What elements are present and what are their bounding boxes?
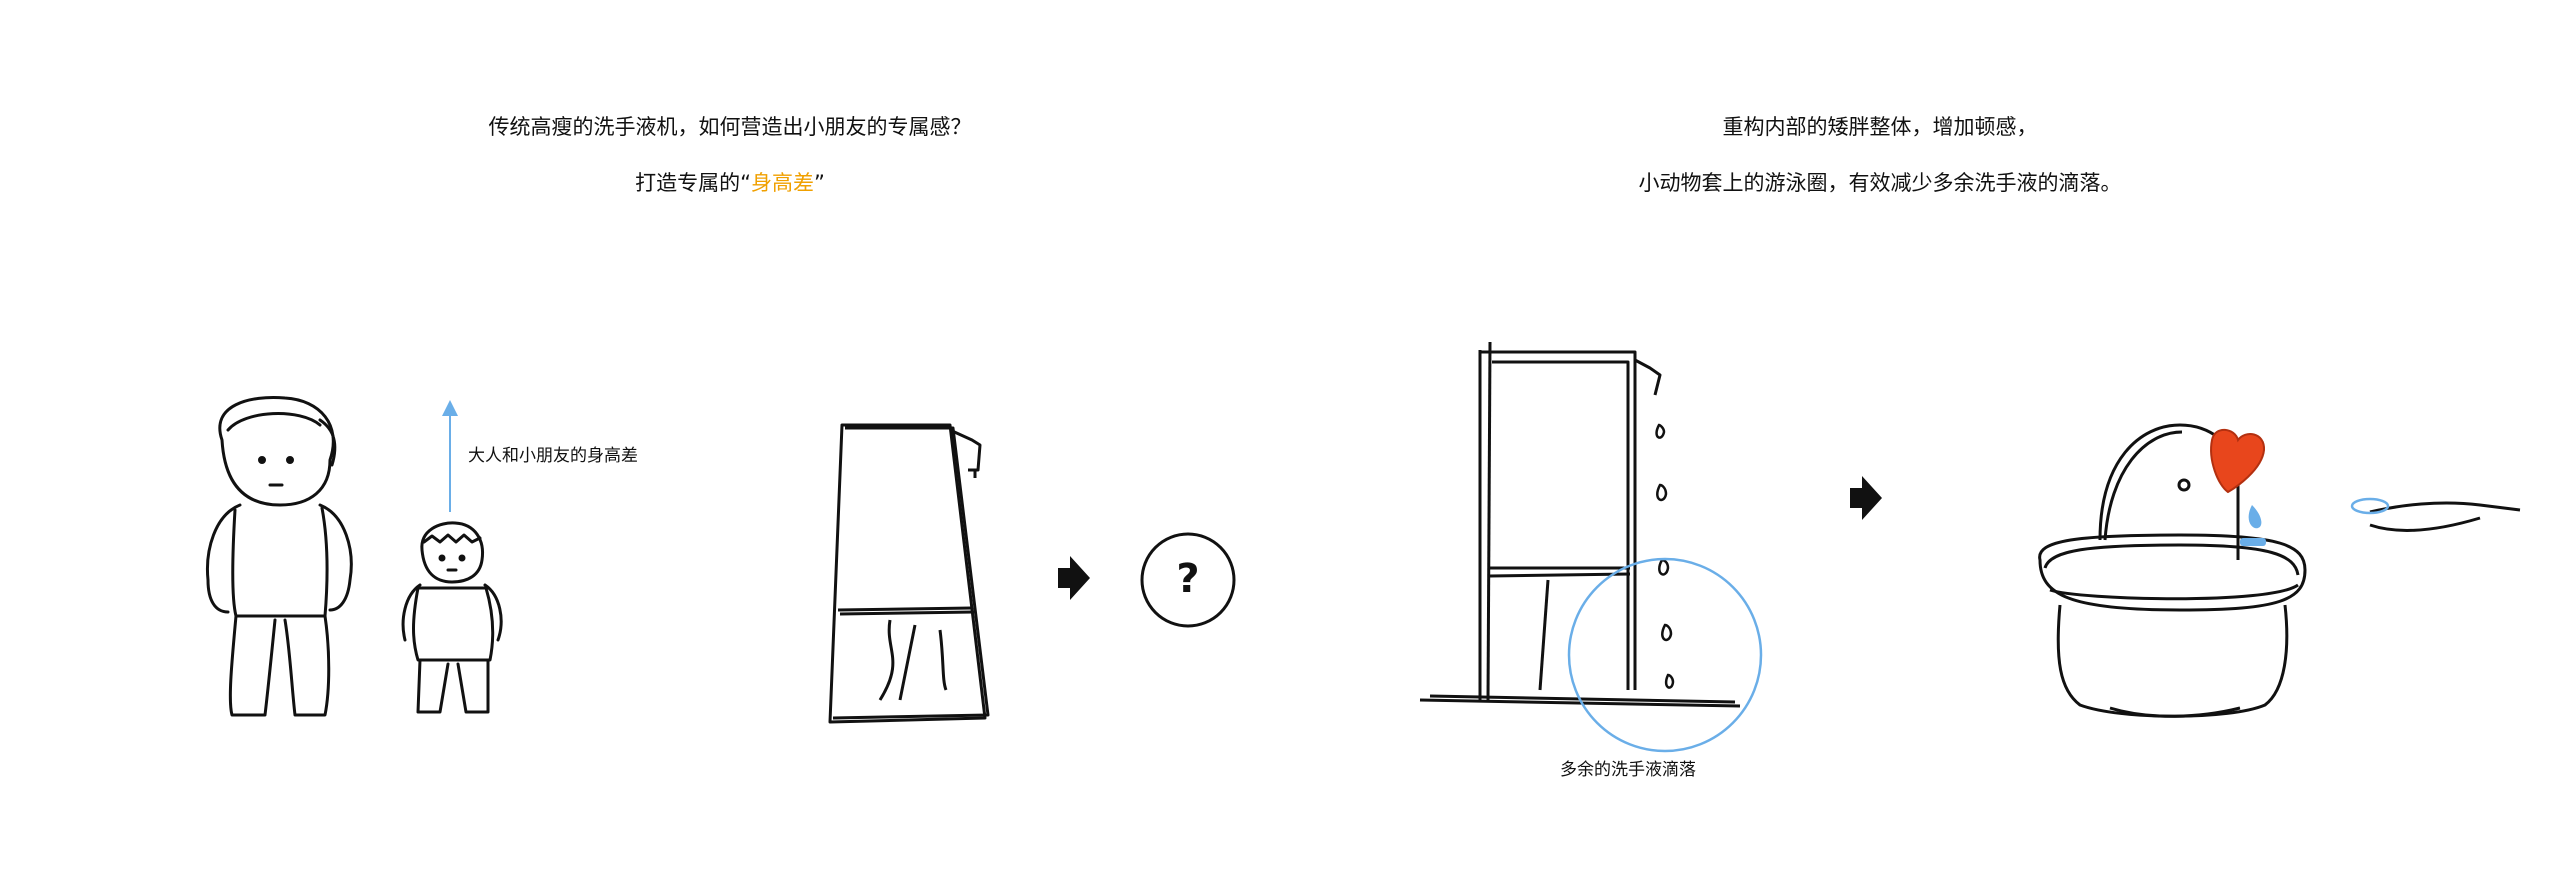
animal-dispenser-sketch	[2038, 423, 2521, 718]
quote-open: “	[740, 171, 751, 195]
hand-blue-accent	[2350, 497, 2390, 515]
child-figure-sketch	[401, 521, 503, 714]
question-mark: ?	[1176, 556, 1200, 602]
question-circle	[1140, 532, 1236, 628]
arrow-right-icon	[1058, 556, 1090, 600]
drip-highlight-circle	[1567, 557, 1763, 753]
right-heading-line1: 重构内部的矮胖整体，增加顿感，	[1722, 115, 2038, 139]
left-heading-prefix: 打造专属的	[635, 171, 741, 195]
height-gap-highlight: 身高差	[751, 171, 814, 195]
dripping-dispenser-sketch	[1419, 341, 1741, 708]
left-heading-line1: 传统高瘦的洗手液机，如何营造出小朋友的专属感？	[488, 115, 972, 139]
water-drop-icon	[2248, 505, 2262, 529]
heart-icon	[2210, 428, 2266, 494]
swim-ring-blue-patch	[2240, 538, 2266, 546]
soap-drops	[1655, 423, 1675, 689]
drip-annotation: 多余的洗手液滴落	[1560, 760, 1696, 780]
tall-dispenser-sketch	[828, 423, 990, 724]
arrow-right-icon	[1850, 476, 1882, 520]
left-heading-line2: 打造专属的“身高差”	[560, 168, 900, 198]
quote-close: ”	[814, 171, 825, 195]
adult-figure-sketch	[205, 396, 353, 717]
height-gap-annotation: 大人和小朋友的身高差	[468, 446, 638, 466]
right-heading-line2: 小动物套上的游泳圈，有效减少多余洗手液的滴落。	[1638, 171, 2122, 195]
